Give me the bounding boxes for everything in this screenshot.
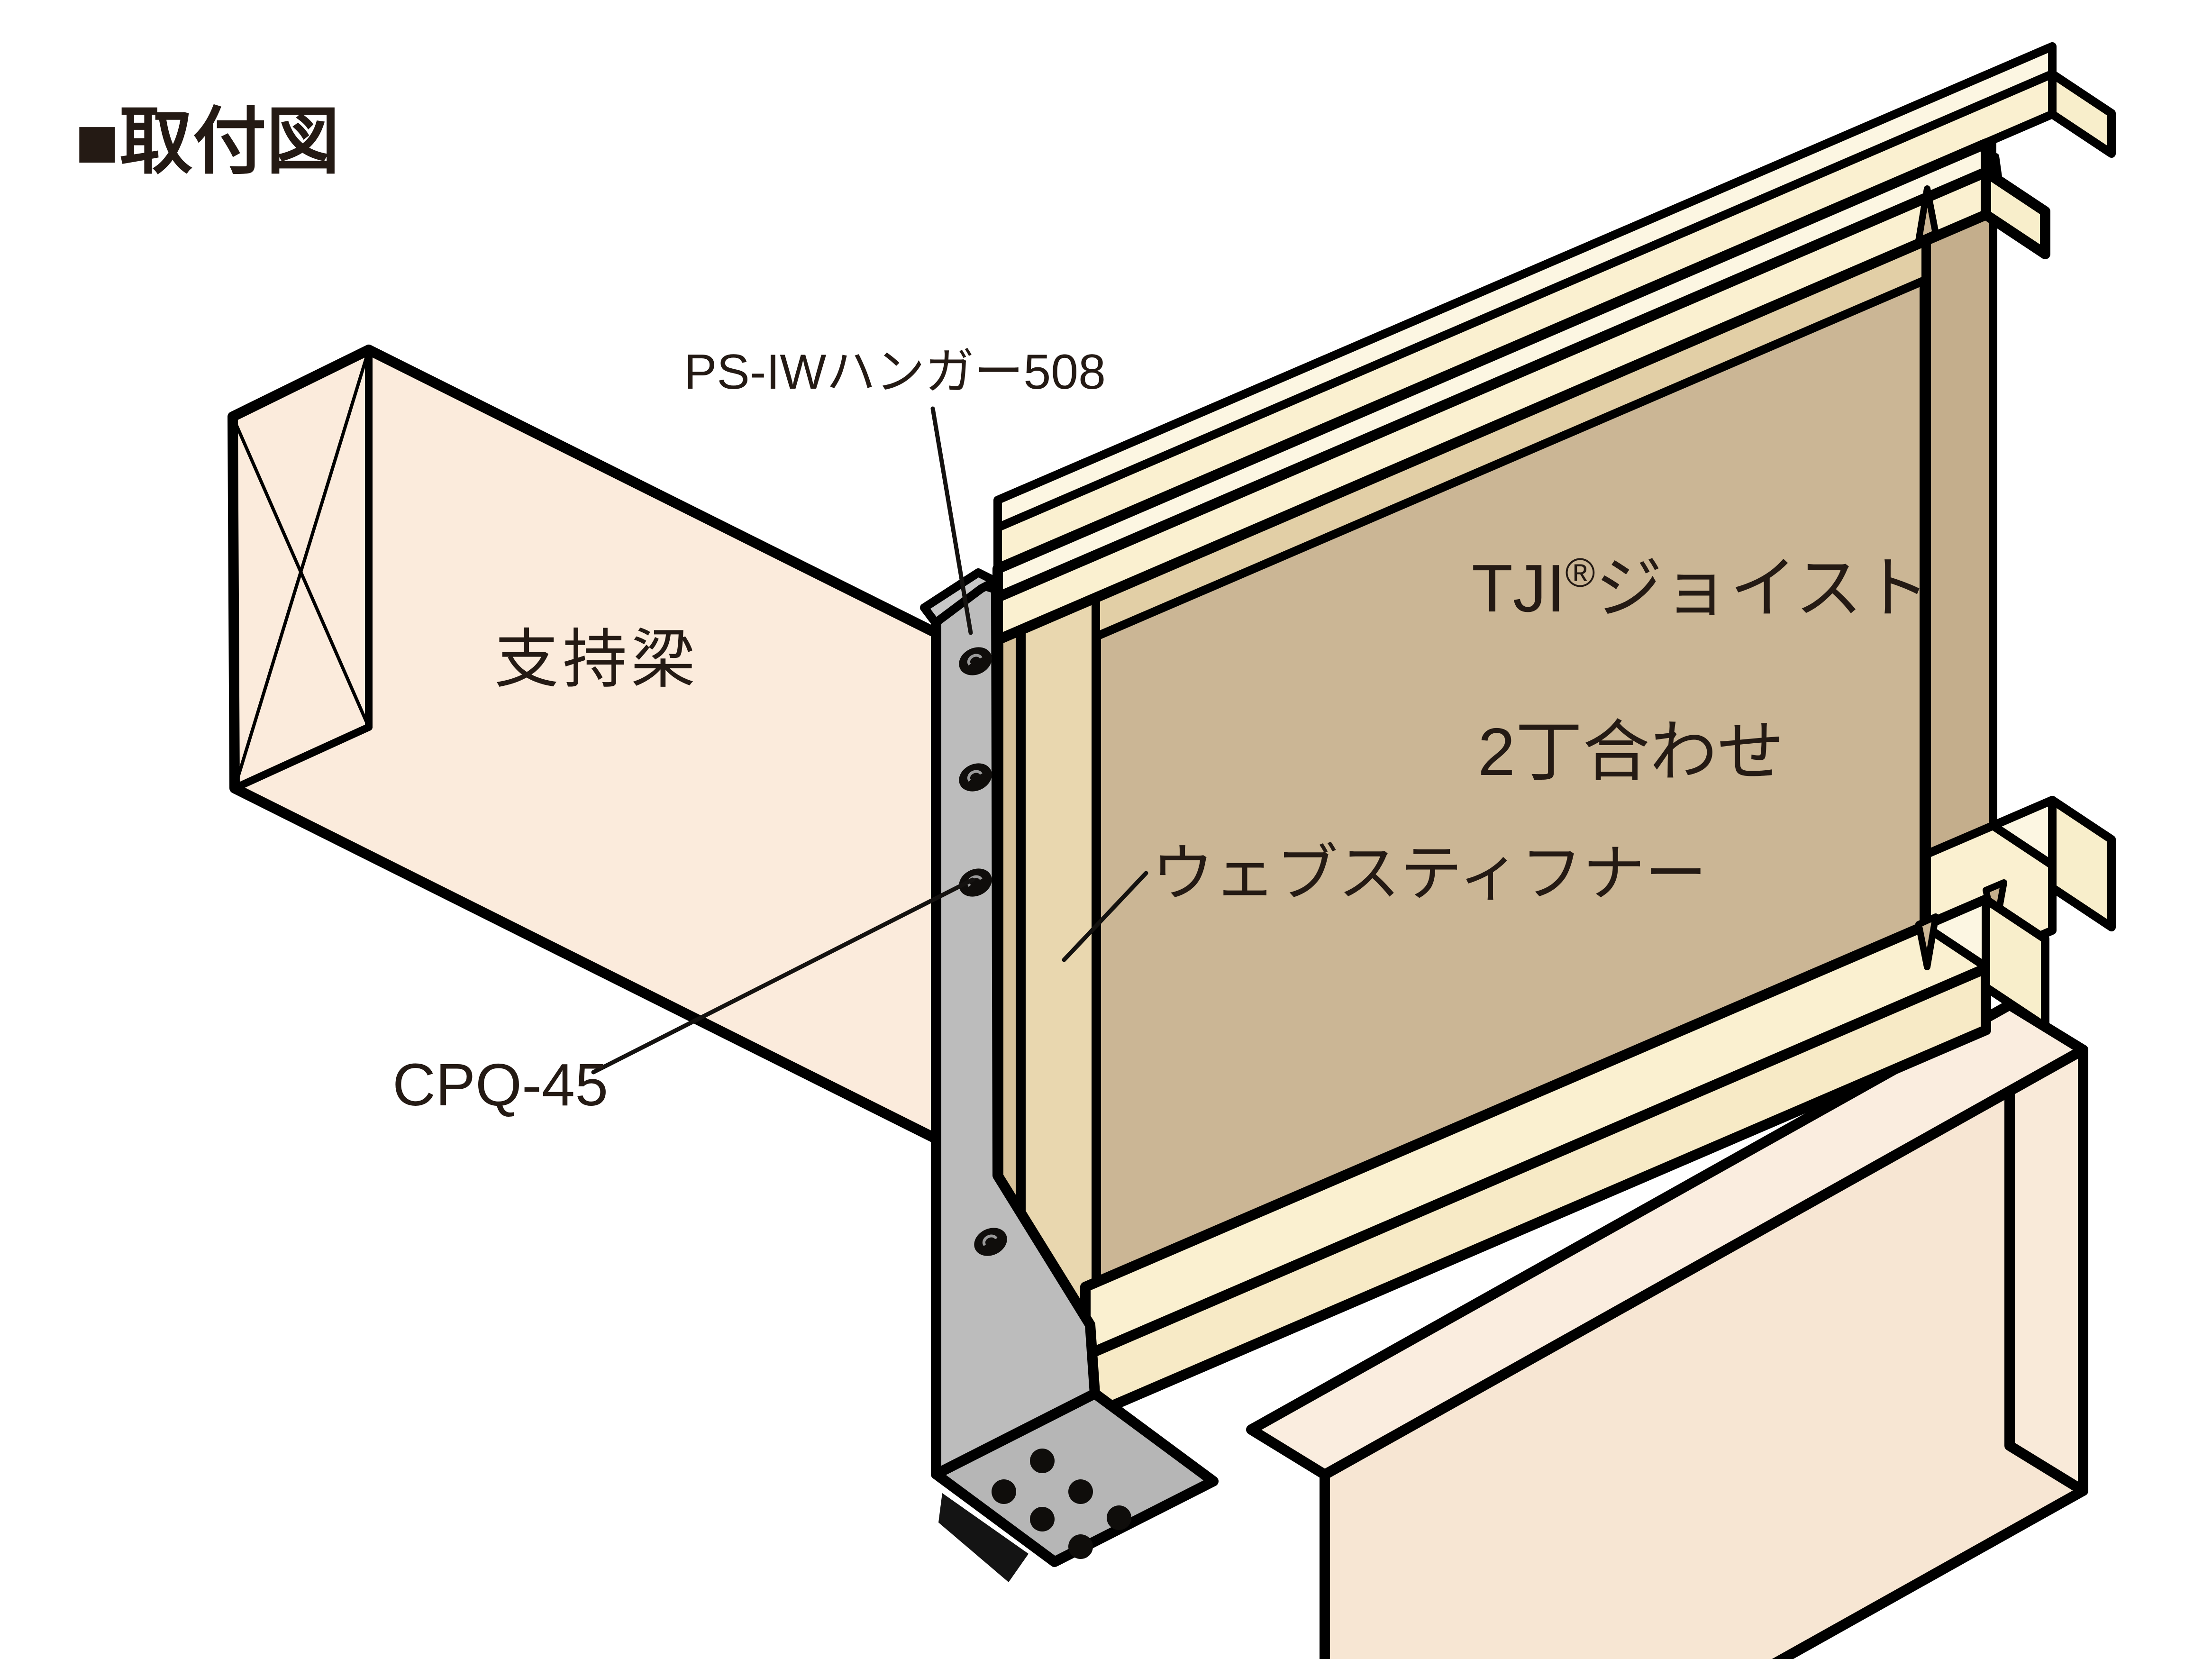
back-bottom-flange-end-face — [2048, 796, 2116, 931]
lower-support-beam-top-face — [1246, 1000, 2088, 1480]
hanger-seat-shadow — [938, 1493, 1029, 1582]
top-flange-end-face — [1981, 167, 2050, 259]
seat-nail-hole — [1068, 1479, 1093, 1504]
back-top-flange-top-face — [993, 42, 2057, 532]
joist-type: ジョイスト — [1595, 551, 1930, 626]
cpq45-nail — [974, 1228, 1007, 1256]
joist-brand: TJI — [1472, 551, 1565, 626]
leader-line-web-stiffener — [1062, 871, 1148, 962]
seat-fastener-label: CPQ-45 — [392, 1051, 608, 1118]
cpq45-nail — [959, 647, 992, 675]
seat-nail-hole — [1030, 1507, 1055, 1531]
support-beam-end-edge-bottom — [231, 723, 373, 792]
leader-line-hanger — [930, 406, 973, 635]
cpq45-nail — [959, 763, 992, 792]
seat-nail-hole — [1068, 1534, 1093, 1559]
front-web-bottom-taper — [1915, 913, 1939, 970]
web-stiffener-label: ウェブスティフナー — [1152, 839, 1707, 908]
support-beam-x-brace-2 — [233, 348, 371, 790]
lower-support-beam — [1246, 1000, 2088, 1659]
registered-trademark-mark: ® — [1565, 550, 1595, 596]
joist-label-line2: 2丁合わせ — [1478, 714, 1784, 790]
leader-line-cpq45 — [591, 877, 975, 1075]
hanger-top-hook — [920, 568, 1000, 627]
hanger-nails — [959, 647, 1007, 1256]
back-joist — [993, 42, 2116, 989]
support-beam-label: 支持梁 — [494, 623, 699, 695]
front-web-top-taper — [1915, 185, 1939, 244]
nail-highlight — [967, 770, 983, 782]
seat-nail-hole — [1030, 1449, 1055, 1473]
cpq45-nail — [959, 868, 992, 897]
bottom-flange-end-face — [1982, 895, 2049, 1031]
seat-nail-hole — [1107, 1505, 1131, 1530]
page-title: ■取付図 — [75, 100, 340, 182]
nail-highlight — [967, 654, 983, 665]
nail-highlight — [982, 1234, 998, 1246]
back-top-flange-end-face — [2048, 70, 2116, 158]
back-joist-web — [1922, 173, 1997, 858]
joist-label-line1: TJI®ジョイスト — [1472, 550, 1930, 626]
joist-hanger — [920, 568, 1219, 1582]
hanger-label: PS-IWハンガー508 — [684, 345, 1106, 400]
seat-nail-holes — [992, 1449, 1131, 1559]
seat-nail-hole — [992, 1479, 1016, 1504]
